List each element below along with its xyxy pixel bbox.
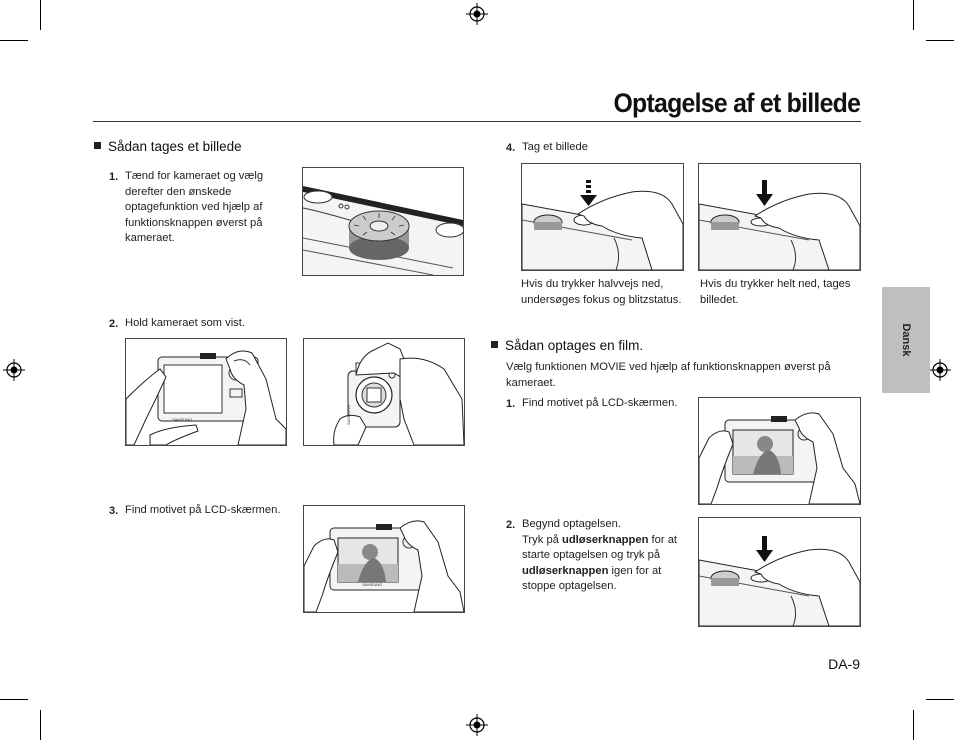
full-press-shutter-illustration (698, 517, 861, 627)
lcd-subject-illustration (698, 397, 861, 505)
section-heading-take-photo: Sådan tages et billede (94, 139, 242, 154)
text-run: for at starte optagelsen og tryk på (522, 533, 678, 562)
step-4-text: Tag et billede (522, 141, 588, 153)
movie-step-2-text: Begynd optagelsen. Tryk på udløserknappe… (522, 517, 682, 595)
page-number: DA-9 (828, 656, 860, 672)
brand-label: SAMSUNG (346, 405, 351, 425)
bullet-square-icon (491, 341, 498, 348)
hands-holding-camera-back-illustration: SAMSUNG (125, 338, 287, 446)
movie-step-2-line1: Begynd optagelsen. (522, 518, 621, 530)
brand-label: SAMSUNG (172, 417, 192, 422)
text-run: igen for at stoppe optagelsen. (522, 564, 662, 593)
hands-holding-camera-front-illustration: SAMSUNG (303, 338, 465, 446)
registration-mark-icon (466, 3, 488, 25)
full-press-shutter-illustration (698, 163, 861, 271)
step-number: 1. (506, 398, 516, 410)
crop-mark (926, 40, 954, 41)
step-number: 1. (109, 171, 119, 183)
page-title: Optagelse af et billede (613, 88, 860, 118)
language-side-tab: Dansk (882, 287, 930, 393)
crop-mark (913, 710, 914, 740)
step-1-text: Tænd for kameraet og vælg derefter den ø… (125, 170, 264, 244)
lcd-subject-illustration: SAMSUNG (303, 505, 465, 613)
crop-mark (926, 699, 954, 700)
section-heading-text: Sådan tages et billede (108, 139, 242, 154)
arrow-down-icon (756, 180, 773, 206)
crop-mark (40, 710, 41, 740)
text-run: Tryk på (522, 533, 562, 546)
crop-mark (0, 40, 28, 41)
shutter-button-term: udløserknappen (522, 564, 609, 577)
camera-mode-dial-illustration (302, 167, 464, 276)
caption-full-press: Hvis du trykker helt ned, tages billedet… (700, 278, 851, 306)
section-heading-record-movie: Sådan optages en film. (491, 338, 643, 353)
step-number: 2. (109, 318, 119, 330)
title-rule (93, 121, 861, 122)
bullet-square-icon (94, 142, 101, 149)
crop-mark (40, 0, 41, 30)
language-side-tab-label: Dansk (900, 323, 912, 357)
step-3-text: Find motivet på LCD-skærmen. (125, 504, 281, 516)
section-heading-text: Sådan optages en film. (505, 338, 644, 353)
step-number: 3. (109, 505, 119, 517)
step-2-text: Hold kameraet som vist. (125, 317, 245, 329)
crop-mark (913, 0, 914, 30)
caption-half-press: Hvis du trykker halvvejs ned, undersøges… (521, 278, 682, 306)
registration-mark-icon (929, 359, 951, 381)
brand-label: SAMSUNG (362, 582, 382, 587)
movie-intro-text: Vælg funktionen MOVIE ved hjælp af funkt… (506, 361, 831, 389)
crop-mark (0, 699, 28, 700)
step-number: 4. (506, 142, 516, 154)
half-press-shutter-illustration (521, 163, 684, 271)
shutter-button-term: udløserknappen (562, 533, 649, 546)
registration-mark-icon (3, 359, 25, 381)
arrow-down-icon (756, 536, 773, 562)
arrow-down-icon (580, 180, 597, 206)
movie-step-1-text: Find motivet på LCD-skærmen. (522, 397, 678, 409)
registration-mark-icon (466, 714, 488, 736)
step-number: 2. (506, 519, 516, 531)
